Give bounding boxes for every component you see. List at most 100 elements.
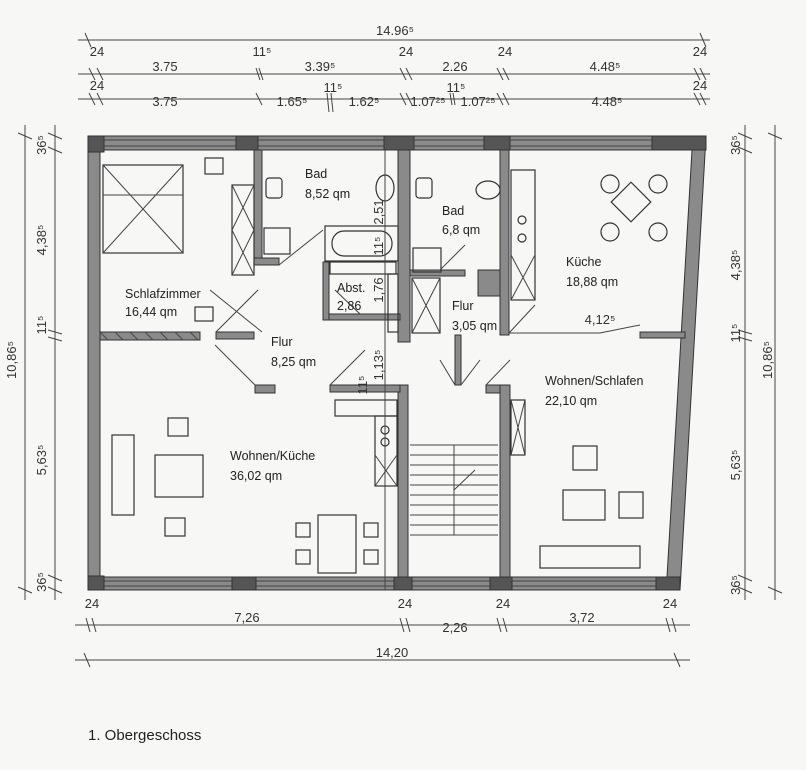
room-flur-2: Flur 3,05 qm — [452, 299, 497, 333]
room-area: 8,25 qm — [271, 355, 316, 369]
armchair-icon — [618, 491, 644, 519]
dining-table-icon — [295, 514, 379, 574]
dim-label: 1,13⁵ — [371, 350, 386, 381]
room-bad-1: Bad 8,52 qm — [305, 167, 350, 201]
room-name: Wohnen/Schlafen — [545, 374, 643, 388]
armchair-icon — [572, 445, 598, 471]
dim-label: 4,38⁵ — [728, 250, 743, 281]
dim-label: 11⁵ — [324, 80, 343, 95]
dim-label: 24 — [693, 78, 707, 93]
room-name: Flur — [271, 335, 293, 349]
dim-label: 24 — [399, 44, 413, 59]
dim-label: 36⁵ — [34, 572, 49, 592]
room-labels: Schlafzimmer 16,44 qm Bad 8,52 qm Abst. … — [125, 167, 643, 483]
room-area: 16,44 qm — [125, 305, 177, 319]
room-area: 18,88 qm — [566, 275, 618, 289]
shelf-icon — [329, 261, 399, 333]
dim-label: 3.75 — [152, 59, 177, 74]
room-area: 22,10 qm — [545, 394, 597, 408]
room-name: Abst. — [337, 281, 366, 295]
dim-bottom-total: 14,20 — [376, 645, 409, 660]
dim-label: 5,63⁵ — [34, 445, 49, 476]
floor-caption: 1. Obergeschoss — [88, 727, 201, 744]
dim-label: 2,26 — [442, 620, 467, 635]
room-area: 6,8 qm — [442, 223, 480, 237]
dim-label: 4.48⁵ — [590, 59, 621, 74]
room-name: Flur — [452, 299, 474, 313]
outer-walls — [87, 135, 707, 591]
bottom-dimensions: 24 7,26 24 2,26 24 3,72 24 14,20 — [75, 596, 690, 668]
dim-label: 11⁵ — [34, 316, 49, 335]
dim-label: 11⁵ — [447, 80, 466, 95]
room-area: 3,05 qm — [452, 319, 497, 333]
armchair-icon — [164, 517, 186, 537]
dim-label: 1.07²⁵ — [460, 94, 495, 109]
room-abstellraum: Abst. 2,86 — [337, 281, 366, 313]
toilet-icon — [265, 177, 283, 199]
coffee-table-icon — [562, 489, 606, 521]
room-bad-2: Bad 6,8 qm — [442, 204, 480, 237]
room-name: Bad — [442, 204, 464, 218]
sofa-icon — [111, 434, 135, 516]
dim-label: 3.75 — [152, 94, 177, 109]
sink-icon — [475, 180, 501, 200]
dim-label: 7,26 — [234, 610, 259, 625]
room-area: 8,52 qm — [305, 187, 350, 201]
interior-walls — [99, 149, 686, 578]
room-wohnen-kueche: Wohnen/Küche 36,02 qm — [230, 449, 315, 483]
dim-label: 24 — [90, 44, 104, 59]
wardrobe-icon — [231, 184, 255, 276]
dim-label: 24 — [693, 44, 707, 59]
dim-label: 24 — [663, 596, 677, 611]
room-area: 36,02 qm — [230, 469, 282, 483]
dim-label: 1.62⁵ — [349, 94, 380, 109]
toilet-icon — [415, 177, 433, 199]
room-wohnen-schlafen: Wohnen/Schlafen 22,10 qm — [545, 374, 643, 408]
wardrobe-icon — [411, 277, 441, 334]
dim-label: 11⁵ — [253, 44, 272, 59]
shower-icon — [412, 247, 442, 273]
top-dimensions: 14.96⁵ 24 3.75 11⁵ 3.39⁵ 24 2.26 24 4.48… — [78, 23, 710, 113]
sofa-icon — [539, 545, 641, 569]
armchair-icon — [167, 417, 189, 437]
room-flur-1: Flur 8,25 qm — [271, 335, 316, 369]
bathtub-icon — [324, 225, 399, 262]
dim-label: 4,38⁵ — [34, 225, 49, 256]
dim-label: 3.39⁵ — [305, 59, 336, 74]
dim-label: 36⁵ — [34, 135, 49, 155]
side-dimensions: 36⁵ 4,38⁵ 11⁵ 5,63⁵ 36⁵ 10,86⁵ 36⁵ 4,38⁵… — [4, 125, 783, 600]
dim-label: 11⁵ — [728, 324, 743, 343]
dim-label: 3,72 — [569, 610, 594, 625]
dim-label: 24 — [496, 596, 510, 611]
dining-table-icon — [600, 174, 668, 242]
dim-label: 36⁵ — [728, 575, 743, 595]
room-name: Wohnen/Küche — [230, 449, 315, 463]
dim-label: 1.07²⁵ — [410, 94, 445, 109]
room-name: Bad — [305, 167, 327, 181]
wardrobe-icon — [510, 399, 526, 456]
nightstand-icon — [204, 157, 224, 175]
room-name: Schlafzimmer — [125, 287, 201, 301]
dim-label: 24 — [90, 78, 104, 93]
dim-label: 24 — [85, 596, 99, 611]
dim-label: 4.48⁵ — [592, 94, 623, 109]
shower-icon — [263, 227, 291, 255]
kitchen-counter-icon — [510, 169, 536, 301]
dim-label: 24 — [498, 44, 512, 59]
coffee-table-icon — [154, 454, 204, 498]
dim-label: 11⁵ — [371, 237, 386, 256]
room-area: 2,86 — [337, 299, 361, 313]
kitchenette-icon — [334, 399, 398, 487]
dim-label: 5,63⁵ — [728, 450, 743, 481]
bed-icon — [102, 164, 184, 254]
inner-dimensions: 2,51 1,76 1,13⁵ 11⁵ 11⁵ 4,12⁵ — [355, 150, 615, 590]
dim-label: 24 — [398, 596, 412, 611]
dim-label: 1.65⁵ — [277, 94, 308, 109]
furniture — [102, 157, 668, 574]
room-name: Küche — [566, 255, 601, 269]
room-schlafzimmer: Schlafzimmer 16,44 qm — [125, 287, 201, 319]
dim-top-total: 14.96⁵ — [376, 23, 414, 38]
dim-left-total: 10,86⁵ — [4, 341, 19, 379]
